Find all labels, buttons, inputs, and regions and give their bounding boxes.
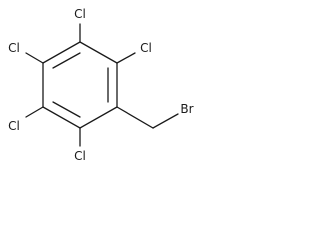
chemical-structure-diagram: Cl Cl Cl Cl Cl Br — [8, 7, 194, 163]
bond-to-cl-upper-right — [116, 52, 136, 64]
atom-label-cl-top: Cl — [74, 7, 86, 21]
ring-double-bond-inner-1 — [52, 52, 81, 69]
atom-label-cl-upper-right: Cl — [140, 41, 152, 55]
ring-bond-c1-c2 — [79, 41, 118, 64]
bond-to-cl-lower-left — [25, 106, 44, 118]
substituent-bonds — [25, 23, 179, 147]
atom-label-cl-lower-left: Cl — [8, 119, 20, 133]
bond-to-cl-upper-left — [25, 52, 44, 64]
ring-double-bond-inner-3 — [52, 101, 81, 118]
ring-bond-c4-c5 — [42, 106, 81, 129]
benzene-ring — [42, 41, 118, 129]
atom-label-br: Br — [180, 102, 193, 116]
ring-bond-c3-c4 — [79, 106, 118, 129]
atom-label-cl-bottom: Cl — [74, 149, 86, 163]
bond-to-ch2 — [116, 106, 154, 129]
atom-labels: Cl Cl Cl Cl Cl Br — [8, 7, 194, 163]
ring-bond-c6-c1 — [42, 41, 81, 64]
atom-label-cl-upper-left: Cl — [8, 41, 20, 55]
bond-ch2-to-br — [152, 113, 179, 129]
